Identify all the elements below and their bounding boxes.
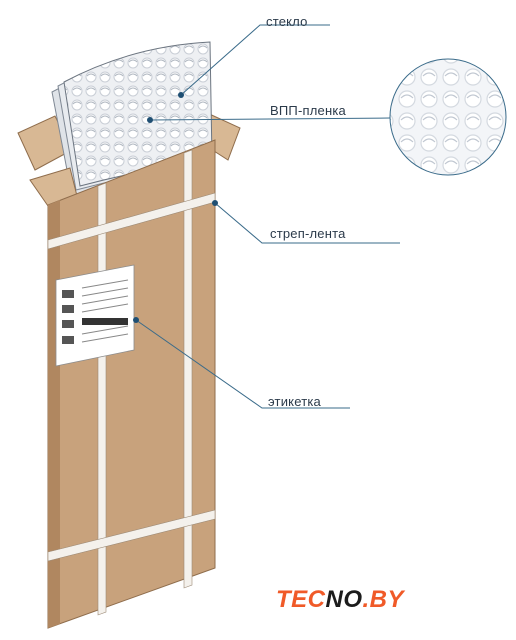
strap-vertical-2 (183, 149, 193, 589)
callout-dot-strap (212, 200, 218, 206)
strap-horizontal-bottom (47, 509, 216, 562)
callout-label-film: ВПП-пленка (270, 103, 346, 118)
box-side-shade (48, 200, 60, 628)
logo-part-1: TEC (276, 586, 326, 613)
brand-logo: TECNO.BY (276, 586, 404, 614)
callout-line-strap (214, 202, 400, 244)
callout-lines (135, 24, 400, 409)
logo-part-2: NO (325, 586, 363, 613)
callout-line-glass (180, 24, 330, 96)
product-label (55, 264, 135, 367)
film-zoom-circle (389, 58, 507, 176)
glass-stack (51, 41, 213, 197)
callout-label-strap: стреп-лента (270, 226, 346, 241)
callout-label-label: этикетка (268, 394, 321, 409)
strap-vertical-1 (97, 182, 107, 616)
callout-dot-film (147, 117, 153, 123)
callout-line-label (135, 319, 350, 409)
callout-dot-label (133, 317, 139, 323)
callout-dot-glass (178, 92, 184, 98)
callout-label-glass: стекло (266, 14, 308, 29)
callout-line-film (149, 117, 391, 121)
logo-part-3: .BY (362, 586, 405, 613)
